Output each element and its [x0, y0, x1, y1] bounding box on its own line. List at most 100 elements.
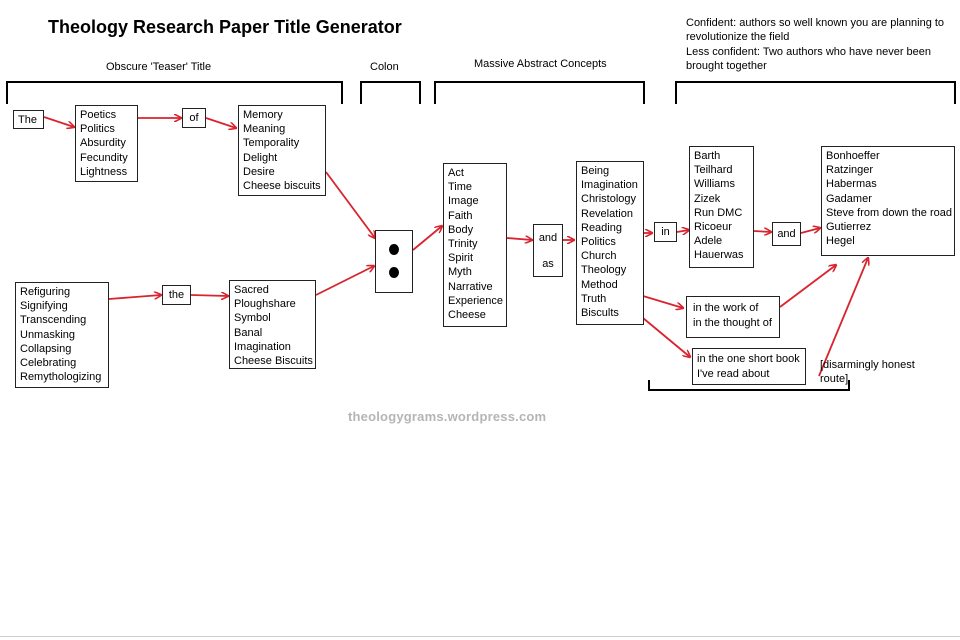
node-word: Absurdity: [80, 137, 126, 150]
node-authors-a: Barth Teilhard Williams Zizek Run DMC Ri…: [689, 146, 754, 268]
node-word: Fecundity: [80, 151, 128, 164]
node-word: Gadamer: [826, 192, 872, 205]
note-line: brought together: [686, 59, 767, 72]
node-the-mid: the: [162, 285, 191, 305]
flow-arrows: [43, 116, 868, 377]
node-word: Being: [581, 165, 610, 177]
node-word: Politics: [581, 236, 616, 249]
watermark: theologygrams.wordpress.com: [348, 409, 547, 424]
bracket-colon: [360, 81, 421, 104]
section-label-concepts: Massive Abstract Concepts: [474, 58, 607, 70]
node-word: Delight: [243, 151, 278, 164]
node-word: Banal: [234, 326, 263, 339]
node-word: Collapsing: [20, 342, 72, 355]
node-word: Lightness: [80, 165, 128, 178]
node-word: Zizek: [694, 192, 721, 205]
arrow: [190, 295, 228, 296]
node-word: Method: [581, 278, 618, 291]
node-word: Time: [448, 181, 473, 194]
node-word: Theology: [581, 264, 627, 277]
node-teaser-nouns: Poetics Politics Absurdity Fecundity Lig…: [75, 105, 138, 182]
bracket-teaser: [6, 81, 343, 104]
node-word: Poetics: [80, 109, 117, 121]
section-label-colon: Colon: [370, 61, 399, 73]
page-title: Theology Research Paper Title Generator: [48, 17, 402, 37]
node-word: Desire: [243, 165, 275, 178]
node-word: Run DMC: [694, 206, 743, 219]
node-word: Experience: [448, 294, 504, 307]
node-word: Meaning: [243, 123, 286, 136]
note-line: revolutionize the field: [686, 31, 790, 44]
node-verbs: Refiguring Signifying Transcending Unmas…: [15, 282, 109, 388]
bracket-concepts: [434, 81, 645, 104]
node-word: Williams: [694, 178, 735, 191]
node-word: Transcending: [20, 314, 87, 327]
node-word: Cheese: [448, 309, 486, 322]
node-word: and: [777, 228, 796, 240]
node-word: Gutierrez: [826, 221, 872, 234]
node-teaser-objects: Memory Meaning Temporality Delight Desir…: [238, 105, 326, 196]
node-and: and: [772, 222, 801, 246]
node-word: Ploughshare: [234, 298, 296, 311]
arrow: [800, 228, 820, 234]
node-word: Bonhoeffer: [826, 150, 880, 162]
node-word: Faith: [448, 209, 473, 222]
node-word: Teilhard: [694, 164, 733, 177]
node-short-book: in the one short book I've read about: [692, 348, 806, 385]
node-word: Trinity: [448, 238, 478, 251]
node-work-of: in the work of in the thought of: [686, 296, 780, 338]
node-word: Act: [448, 167, 464, 179]
node-word: Church: [581, 250, 617, 263]
node-word: Adele: [694, 235, 723, 248]
node-word: Biscults: [581, 307, 619, 320]
node-word: Truth: [581, 292, 607, 305]
node-word: I've read about: [697, 367, 770, 380]
arrow: [43, 116, 74, 127]
node-word: the: [168, 289, 185, 301]
section-brackets: [6, 81, 956, 391]
divider: [0, 636, 960, 637]
node-word: Hauerwas: [694, 249, 744, 262]
node-and-as: and as: [533, 224, 563, 277]
node-word: in the work of: [693, 302, 759, 314]
node-word: Celebrating: [20, 357, 77, 370]
node-word: Remythologizing: [20, 371, 102, 384]
arrow: [325, 171, 375, 238]
arrow: [205, 117, 236, 128]
node-word: Imagination: [234, 340, 291, 353]
node-word: Barth: [694, 150, 721, 162]
node-concepts-a: Act Time Image Faith Body Trinity Spirit…: [443, 163, 507, 327]
node-in: in: [654, 222, 677, 242]
node-word: Sacred: [234, 284, 269, 296]
note-line: Less confident: Two authors who have nev…: [686, 45, 932, 58]
node-concepts-b: Being Imagination Christology Revelation…: [576, 161, 644, 325]
annotation-line: route]: [820, 373, 849, 385]
node-word: Hegel: [826, 235, 855, 248]
node-word: Revelation: [581, 207, 633, 220]
node-word: Reading: [581, 221, 622, 234]
note-line: Confident: authors so well known you are…: [686, 17, 945, 29]
node-word: and: [538, 232, 558, 244]
bracket-authors: [675, 81, 956, 104]
node-word: Unmasking: [20, 328, 76, 341]
node-word: Refiguring: [20, 286, 71, 298]
node-word: Steve from down the road: [826, 206, 952, 219]
node-word: Cheese Biscuits: [234, 355, 313, 368]
node-word: Body: [448, 223, 474, 236]
node-the-start: The: [13, 110, 44, 129]
honest-route-annotation: [disarmingly honest route]: [820, 358, 915, 386]
section-label-teaser: Obscure 'Teaser' Title: [106, 61, 212, 73]
node-word: Narrative: [448, 280, 493, 293]
arrow: [779, 265, 836, 308]
arrow: [753, 231, 771, 232]
arrow: [676, 230, 689, 232]
arrow: [506, 238, 532, 240]
node-word: Image: [448, 195, 479, 208]
node-word: in: [661, 226, 670, 238]
node-word: Politics: [80, 123, 115, 136]
arrow: [642, 317, 690, 357]
node-word: in the one short book: [697, 353, 800, 365]
node-word: Myth: [448, 266, 472, 279]
node-colon: [375, 230, 413, 293]
colon-dot: [389, 267, 399, 278]
